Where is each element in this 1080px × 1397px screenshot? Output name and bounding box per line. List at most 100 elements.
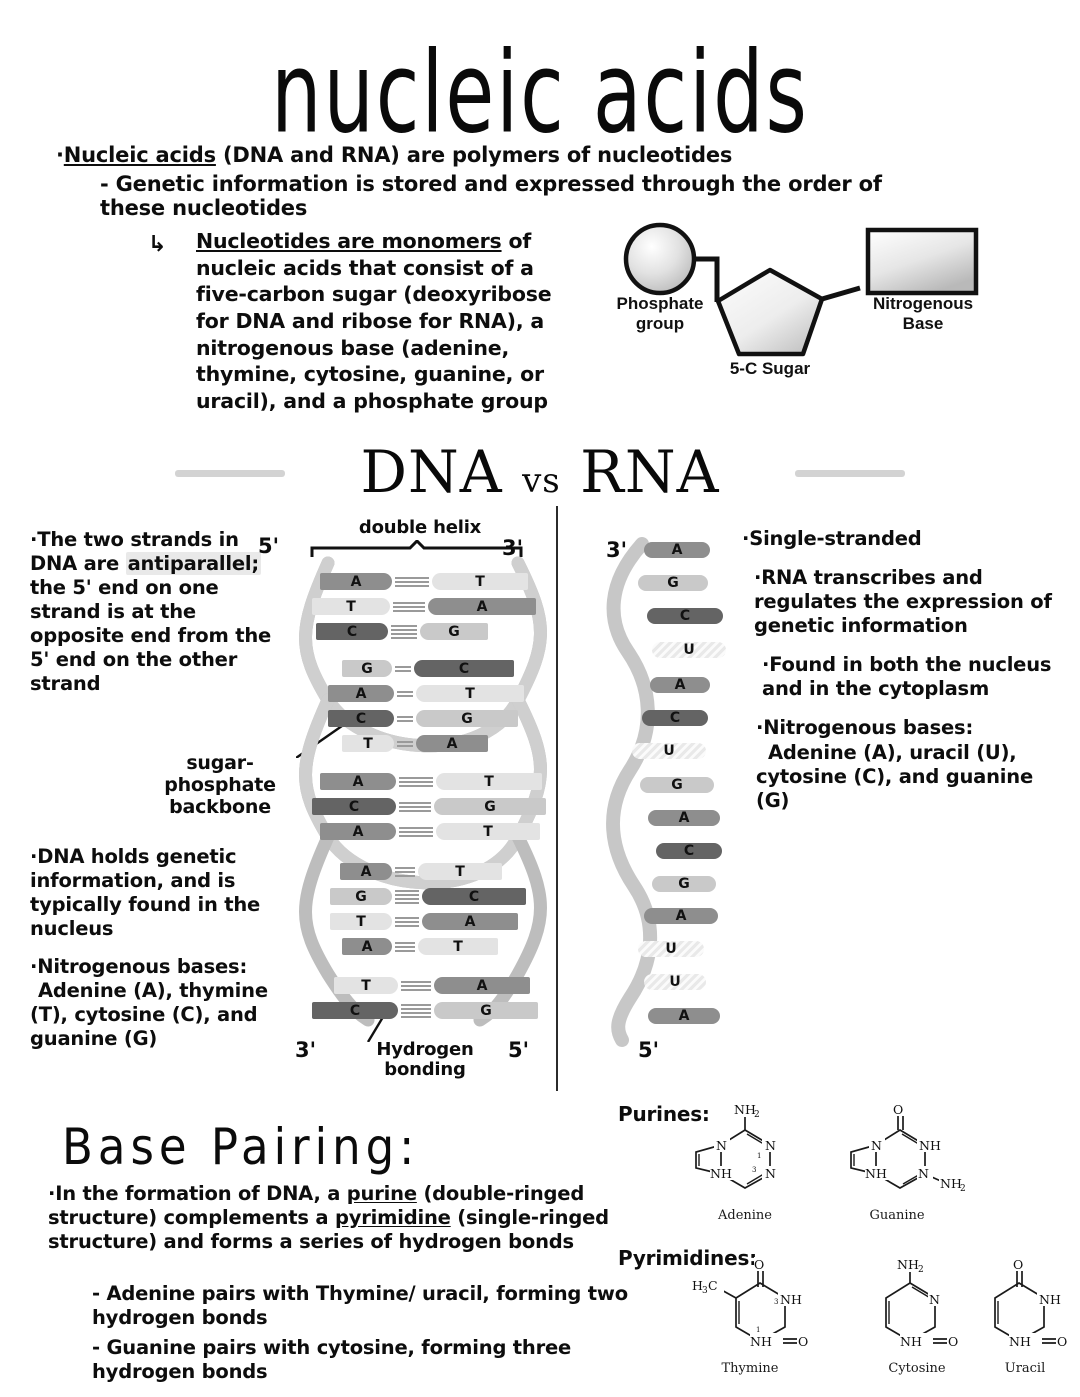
hydrogen-bond-lines bbox=[397, 685, 413, 702]
svg-text:NH: NH bbox=[750, 1334, 772, 1349]
intro-bullet-3-rest: of nucleic acids that consist of a five-… bbox=[196, 229, 552, 413]
intro-bullet-3-keyword: Nucleotides are monomers bbox=[196, 229, 502, 253]
bp-purine-term: purine bbox=[346, 1182, 417, 1205]
dna-5prime-bottom-label: 5' bbox=[508, 1038, 530, 1062]
svg-text:H: H bbox=[692, 1278, 703, 1293]
uracil-name: Uracil bbox=[1004, 1361, 1046, 1376]
rna-backbone-svg bbox=[606, 537, 657, 1047]
hydrogen-bond-lines bbox=[395, 660, 411, 677]
hydrogen-bond-lines bbox=[399, 798, 431, 815]
svg-text:C: C bbox=[708, 1278, 718, 1293]
dna-base-left: T bbox=[334, 977, 398, 994]
svg-text:NH: NH bbox=[734, 1102, 756, 1117]
adenine-structure: NH 2 N N NH N 1 3 Adenine bbox=[690, 1100, 800, 1230]
rna-base: C bbox=[656, 843, 722, 859]
dna-base-left: G bbox=[330, 888, 392, 905]
dna-bases-heading: Nitrogenous bases: bbox=[37, 955, 248, 978]
dna-base-left: A bbox=[342, 938, 392, 955]
adenine-name: Adenine bbox=[718, 1208, 772, 1223]
section-divider bbox=[556, 506, 558, 1091]
uracil-structure: O NH NH O Uracil bbox=[975, 1255, 1075, 1385]
sugar-phosphate-backbone-label: sugar- phosphate backbone bbox=[135, 752, 305, 818]
dna-base-right: C bbox=[422, 888, 526, 905]
rna-text-2: ·RNA transcribes and regulates the expre… bbox=[742, 566, 1072, 638]
page-title: nucleic acids bbox=[271, 28, 809, 159]
dna-base-left: A bbox=[328, 685, 394, 702]
purines-label: Purines: bbox=[618, 1102, 710, 1126]
svg-text:NH: NH bbox=[919, 1138, 941, 1153]
svg-text:3: 3 bbox=[702, 1286, 708, 1296]
header-dna: DNA bbox=[360, 438, 503, 506]
hydrogen-bond-lines bbox=[401, 977, 431, 994]
dna-text-2-body: DNA holds genetic information, and is ty… bbox=[30, 845, 261, 941]
svg-text:NH: NH bbox=[897, 1257, 919, 1272]
dna-base-right: T bbox=[418, 863, 502, 880]
bp-para-b: (double-ringed structure) complements a bbox=[48, 1182, 585, 1229]
phosphate-group-label: Phosphate group bbox=[604, 294, 716, 333]
svg-text:NH: NH bbox=[900, 1334, 922, 1349]
svg-text:NH: NH bbox=[1039, 1292, 1061, 1307]
dna-base-right: G bbox=[416, 710, 518, 727]
svg-text:3: 3 bbox=[752, 1166, 756, 1174]
guanine-svg: O N NH NH N NH 2 bbox=[850, 1102, 969, 1194]
header-title: DNA vs RNA bbox=[0, 438, 1080, 506]
dna-5prime-top-label: 5' bbox=[258, 534, 280, 558]
rna-3prime-label: 3' bbox=[606, 538, 628, 562]
svg-text:N: N bbox=[716, 1138, 727, 1153]
dna-text-1-pre: The two strands in DNA are bbox=[30, 528, 239, 576]
svg-text:NH: NH bbox=[780, 1292, 802, 1307]
dna-base-left: C bbox=[312, 1002, 398, 1019]
svg-text:1: 1 bbox=[757, 1152, 761, 1160]
rna-base: A bbox=[650, 677, 710, 693]
svg-text:N: N bbox=[871, 1138, 882, 1153]
svg-text:NH: NH bbox=[865, 1166, 887, 1181]
dna-base-right: C bbox=[414, 660, 514, 677]
uracil-svg: O NH NH O bbox=[994, 1257, 1074, 1349]
rna-base: C bbox=[642, 710, 708, 726]
cytosine-structure: NH 2 N NH O Cytosine bbox=[862, 1255, 972, 1385]
rna-base: U bbox=[632, 743, 706, 759]
rna-base: A bbox=[648, 810, 720, 826]
dna-base-left: C bbox=[316, 623, 388, 640]
intro-bullet-1: ·Nucleic acids (DNA and RNA) are polymer… bbox=[56, 143, 732, 167]
thymine-structure: H H 3 C NH 3 NH 1 O O Thymine bbox=[692, 1255, 832, 1385]
hydrogen-bond-lines bbox=[395, 863, 415, 880]
phosphate-line1: Phosphate bbox=[616, 294, 704, 313]
hydrogen-bonding-label: Hydrogen bonding bbox=[355, 1039, 495, 1081]
rna-base: U bbox=[652, 642, 726, 658]
svg-text:O: O bbox=[798, 1334, 808, 1349]
rna-base: A bbox=[644, 542, 710, 558]
sp-line1: sugar- bbox=[186, 752, 254, 774]
hydrogen-bond-lines bbox=[397, 735, 413, 752]
base-line1: Nitrogenous bbox=[872, 294, 974, 313]
bullet-dot: · bbox=[48, 1182, 56, 1205]
hydrogen-bond-lines bbox=[395, 913, 419, 930]
base-line2: Base bbox=[902, 313, 944, 333]
dna-base-left: T bbox=[312, 598, 390, 615]
dna-bases-body: Adenine (A), thymine (T), cytosine (C), … bbox=[30, 979, 268, 1051]
dna-base-right: T bbox=[436, 773, 542, 790]
dna-base-left: T bbox=[330, 913, 392, 930]
rna-base: A bbox=[648, 1008, 720, 1024]
bullet-dot: · bbox=[742, 527, 750, 550]
dna-base-left: T bbox=[342, 735, 394, 752]
hbond-line1: Hydrogen bbox=[376, 1039, 474, 1060]
svg-text:3: 3 bbox=[774, 1298, 778, 1306]
dna-text-bases: ·Nitrogenous bases: Adenine (A), thymine… bbox=[30, 955, 295, 1051]
dna-text-1-highlight: antiparallel; bbox=[125, 552, 261, 576]
dna-base-right: T bbox=[418, 938, 498, 955]
base-rectangle bbox=[865, 227, 979, 296]
rna-bases-heading: Nitrogenous bases: bbox=[763, 716, 974, 740]
